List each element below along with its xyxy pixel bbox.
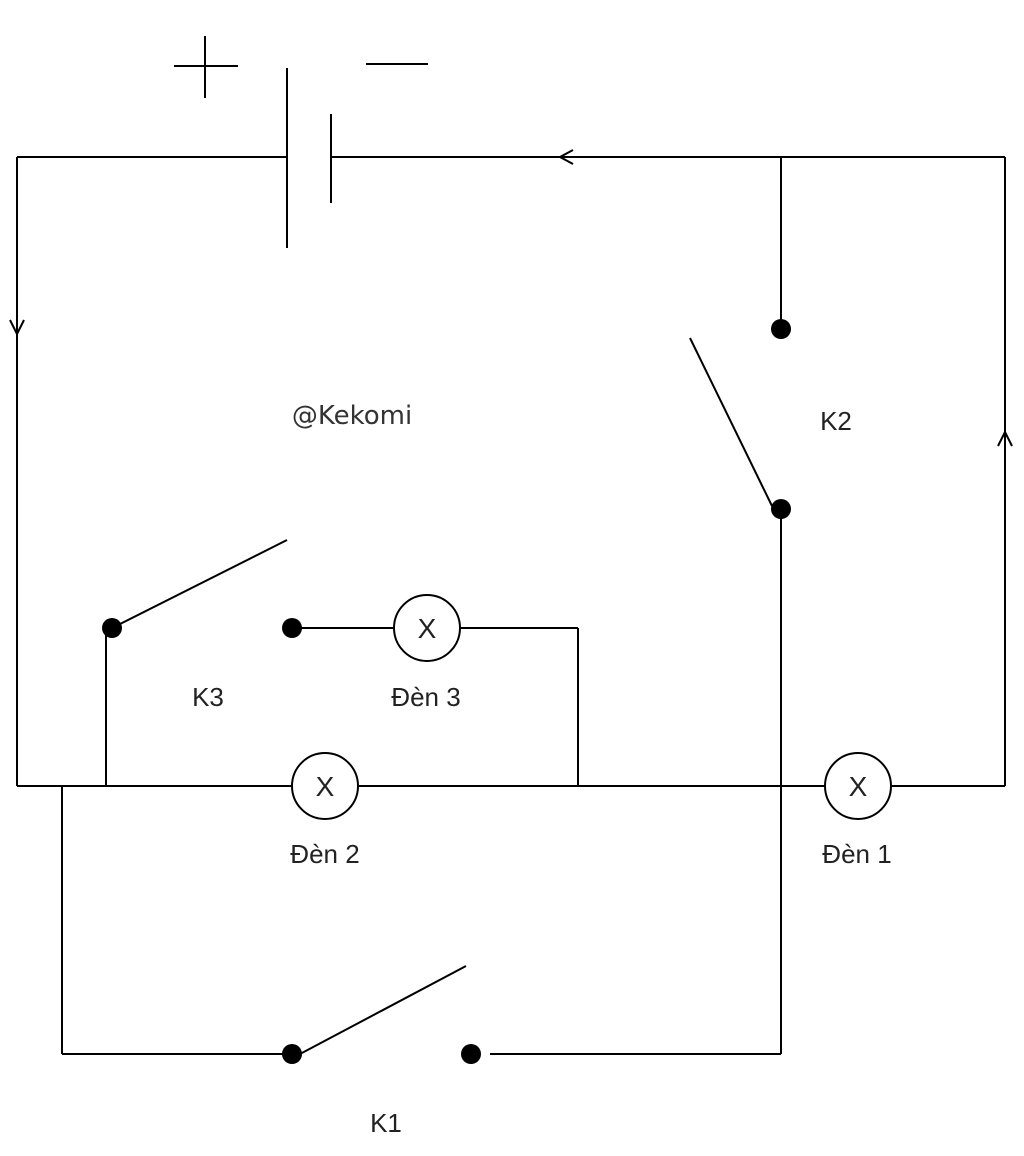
label-den-3: Đèn 3 [391, 682, 460, 712]
left-wire [9, 157, 25, 786]
current-arrow-left [9, 319, 25, 337]
top-wire [17, 149, 1005, 165]
label-k1: K1 [370, 1108, 402, 1138]
label-den-2: Đèn 2 [290, 839, 359, 869]
lamp-den-1: X [824, 752, 892, 820]
switch-k1 [61, 786, 781, 1064]
switch-k2 [689, 157, 791, 1054]
label-k2: K2 [820, 406, 852, 436]
right-wire [997, 157, 1013, 786]
lamp-symbol: X [418, 613, 437, 644]
lamp-symbol: X [316, 771, 335, 802]
switch-k3 [102, 539, 302, 786]
label-k3: K3 [192, 682, 224, 712]
lamp-symbol: X [849, 771, 868, 802]
lamp-den-2: X [291, 752, 359, 820]
battery [174, 36, 428, 248]
current-arrow-right [997, 429, 1013, 447]
lamp-den-3: X [393, 594, 461, 662]
current-arrow-top [557, 149, 574, 165]
lamp3-branch [292, 627, 579, 786]
watermark: @Kekomi [292, 401, 412, 431]
label-den-1: Đèn 1 [822, 839, 891, 869]
